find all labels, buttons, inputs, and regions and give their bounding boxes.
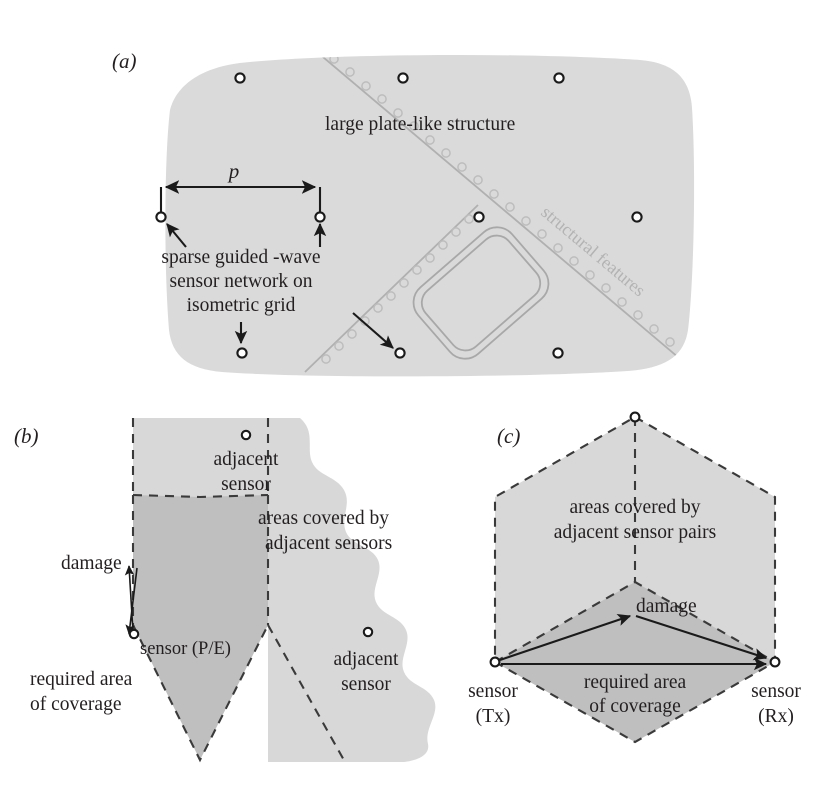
panel-a: (a): [112, 49, 695, 377]
areas-covered-b-line2: adjacent sensors: [265, 533, 392, 554]
network-caption-line1: sparse guided -wave: [161, 247, 320, 268]
panel-b-label: (b): [14, 424, 39, 448]
sensor-pe-label: sensor (P/E): [140, 639, 231, 659]
plate-shape: [165, 54, 695, 377]
areas-covered-c-line1: areas covered by: [569, 497, 700, 518]
rivet-seam-primary: [316, 54, 695, 375]
sensor-node[interactable]: [236, 347, 248, 359]
sensor-node-top-c[interactable]: [629, 411, 641, 423]
rounded-rect-feature: [412, 226, 550, 360]
required-area-c-line2: of coverage: [589, 696, 680, 717]
panel-b: (b) adjacent sensor areas covered by adj…: [14, 418, 436, 763]
areas-covered-b-line1: areas covered by: [258, 508, 389, 529]
cell-boundaries-b: [131, 418, 346, 763]
sensor-tx-line2: (Tx): [476, 706, 511, 727]
plate-structure-label: large plate-like structure: [325, 114, 515, 135]
rivet-dots-primary: [329, 54, 691, 361]
sensor-node[interactable]: [314, 211, 326, 223]
pitch-symbol: p: [227, 159, 240, 183]
sensor-node-tx[interactable]: [489, 656, 501, 668]
damage-label-c: damage: [636, 596, 697, 617]
network-caption-line3: isometric grid: [187, 295, 296, 316]
sensor-pe-node[interactable]: [128, 628, 140, 640]
damage-path-pe: [124, 565, 138, 635]
sensor-node[interactable]: [473, 211, 485, 223]
sensor-node[interactable]: [553, 72, 565, 84]
areas-covered-c-line2: adjacent sensor pairs: [554, 522, 716, 543]
panel-a-label: (a): [112, 49, 137, 73]
sensor-tx-line1: sensor: [468, 681, 518, 702]
sensor-network-nodes: [155, 72, 643, 359]
sensor-node[interactable]: [397, 72, 409, 84]
sensor-node[interactable]: [394, 347, 406, 359]
network-caption: sparse guided -wave sensor network on is…: [161, 247, 320, 316]
sensor-rx-line1: sensor: [751, 681, 801, 702]
panel-c: (c) areas covered by adjacent sensor pai…: [468, 411, 801, 744]
damage-path-pitch-catch: [499, 613, 768, 671]
required-area-b-line1: required area: [30, 669, 133, 690]
sensor-node[interactable]: [631, 211, 643, 223]
panel-c-label: (c): [497, 424, 520, 448]
sensor-rx-line2: (Rx): [758, 706, 794, 727]
adjacent-sensor-node-top[interactable]: [240, 429, 252, 441]
adjacent-sensor-top-line1: adjacent: [214, 449, 280, 470]
adjacent-sensor-bottom-line1: adjacent: [334, 649, 400, 670]
adjacent-sensor-top-line2: sensor: [221, 474, 271, 495]
required-coverage-hexagon-b: [133, 495, 268, 760]
damage-label-b: damage: [61, 553, 122, 574]
required-area-c-line1: required area: [584, 672, 687, 693]
cell-boundaries-c: [493, 415, 777, 744]
sensor-node[interactable]: [155, 211, 167, 223]
sensor-node-rx[interactable]: [769, 656, 781, 668]
required-area-b-line2: of coverage: [30, 694, 121, 715]
network-caption-line2: sensor network on: [170, 271, 313, 292]
sensor-node[interactable]: [234, 72, 246, 84]
sensor-node[interactable]: [552, 347, 564, 359]
network-callout-arrows: [166, 222, 394, 349]
adjacent-sensor-node-bottom[interactable]: [362, 626, 374, 638]
adjacent-sensor-bottom-line2: sensor: [341, 674, 391, 695]
pitch-dimension: p: [159, 159, 322, 212]
